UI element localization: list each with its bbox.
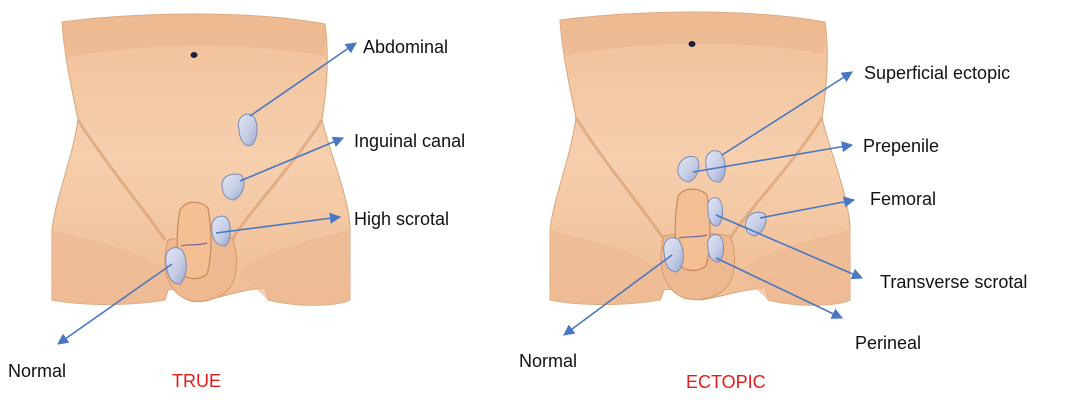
ectopic-testis-transverse (708, 198, 723, 226)
label-normal-ectopic: Normal (519, 352, 577, 370)
ectopic-navel (689, 41, 696, 47)
label-femoral: Femoral (870, 190, 936, 208)
true-navel (191, 52, 198, 58)
caption-true: TRUE (172, 372, 221, 390)
ectopic-torso (550, 12, 850, 305)
label-perineal: Perineal (855, 334, 921, 352)
caption-ectopic: ECTOPIC (686, 373, 766, 391)
label-inguinal-canal: Inguinal canal (354, 132, 465, 150)
true-torso (52, 14, 350, 305)
label-superficial-ectopic: Superficial ectopic (864, 64, 1010, 82)
label-transverse-scrotal: Transverse scrotal (880, 273, 1027, 291)
label-abdominal: Abdominal (363, 38, 448, 56)
label-prepenile: Prepenile (863, 137, 939, 155)
label-normal-true: Normal (8, 362, 66, 380)
label-high-scrotal: High scrotal (354, 210, 449, 228)
